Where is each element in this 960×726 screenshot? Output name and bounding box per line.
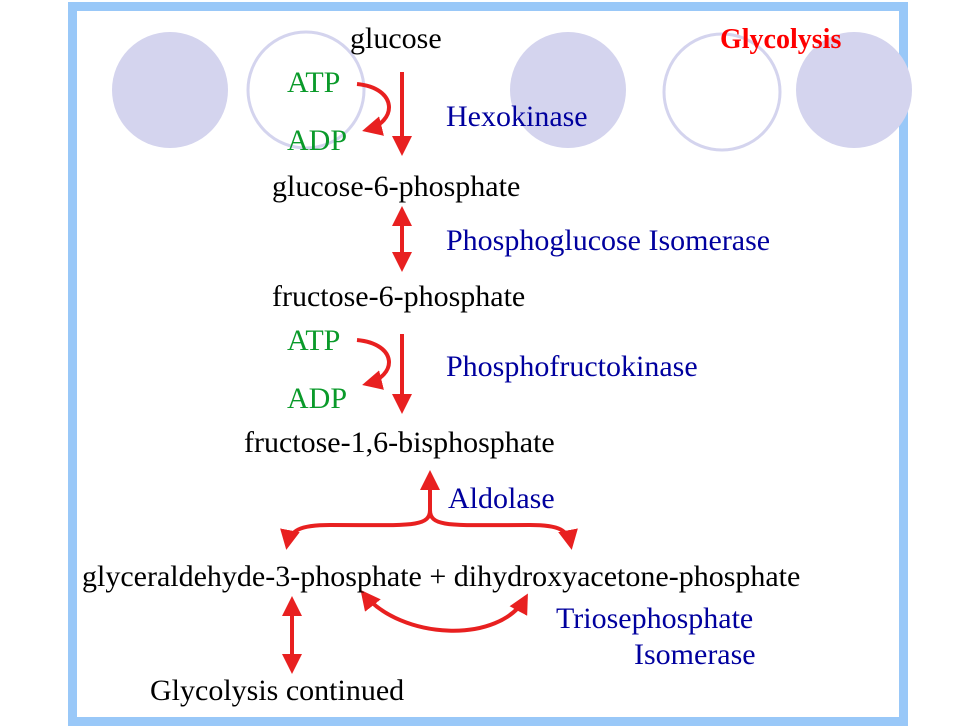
diagram-title: Glycolysis [720,24,842,55]
enzyme-hexokinase: Hexokinase [446,100,588,133]
arrow-atp-to-adp-2 [356,338,391,390]
metabolite-glucose: glucose [350,22,442,55]
decor-circle-ring-1 [246,30,366,150]
arrow-tpi [360,589,528,633]
enzyme-triosephosphate-isomerase-line2: Isomerase [634,638,756,671]
enzyme-phosphofructokinase: Phosphofructokinase [446,350,698,383]
enzyme-phosphoglucose-isomerase: Phosphoglucose Isomerase [446,224,771,257]
cofactor-atp-1: ATP [287,66,341,99]
metabolite-gap-dhap: glyceraldehyde-3-phosphate + dihydroxyac… [82,560,801,593]
arrow-aldolase-left [280,509,432,550]
arrow-atp-to-adp-1 [356,82,391,136]
metabolite-fructose-6-phosphate: fructose-6-phosphate [272,280,526,313]
metabolite-glycolysis-continued: Glycolysis continued [150,674,405,707]
decor-circle-filled-3 [796,32,912,148]
enzyme-triosephosphate-isomerase-line1: Triosephosphate [556,602,754,635]
decor-circle-filled-1 [112,32,228,148]
cofactor-adp-2: ADP [287,382,348,415]
decor-circle-filled-2 [510,32,626,148]
cofactor-adp-1: ADP [287,124,348,157]
arrow-aldolase-right [428,509,578,550]
metabolite-glucose-6-phosphate: glucose-6-phosphate [272,170,521,203]
metabolite-fructose-1-6-bisphosphate: fructose-1,6-bisphosphate [244,426,555,459]
enzyme-aldolase: Aldolase [448,482,555,515]
cofactor-atp-2: ATP [287,324,341,357]
decor-circle-ring-2 [662,32,782,152]
